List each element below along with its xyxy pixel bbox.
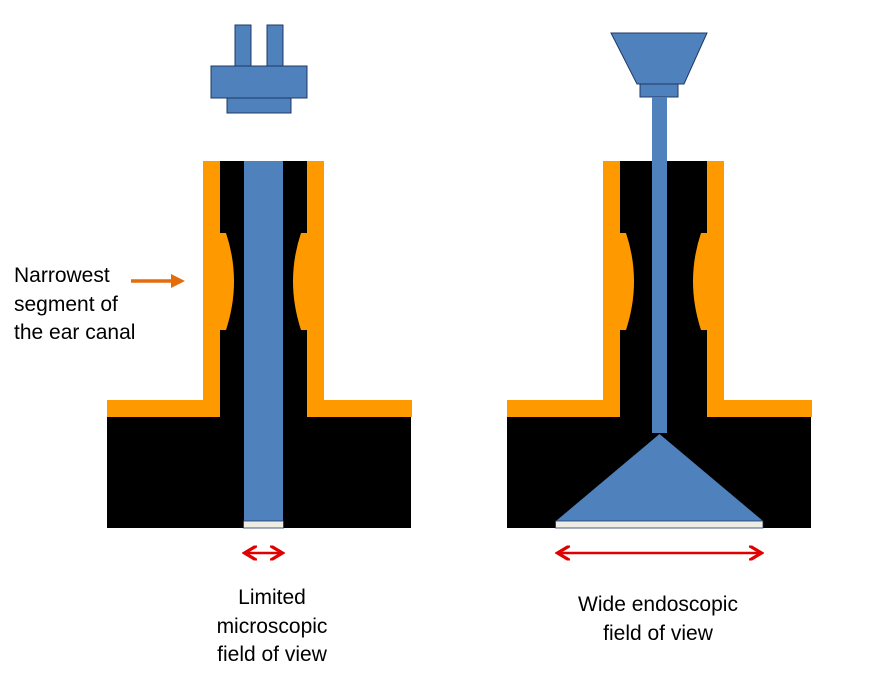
microscope-base (226, 97, 292, 114)
endoscope-field-cone (556, 434, 763, 521)
canal-narrowing-left (220, 233, 234, 330)
microscopic-field-label: Limited microscopic field of view (198, 584, 346, 670)
label-line: Wide endoscopic (578, 593, 738, 616)
canal-narrowing-right (693, 233, 707, 330)
canal-wall-right (307, 161, 412, 417)
microscope-beam (244, 161, 283, 521)
label-line: Narrowest (14, 264, 110, 287)
endoscope-shaft (652, 97, 667, 433)
endoscope-icon (555, 32, 764, 529)
microscope-lens (243, 520, 284, 529)
endoscopic-field-label: Wide endoscopic field of view (558, 591, 758, 648)
label-line: the ear canal (14, 321, 136, 344)
canal-wall-right (707, 161, 812, 417)
ear-canal-left (107, 161, 412, 529)
microscope-prong-left (234, 24, 252, 67)
endoscope-panel (507, 32, 812, 553)
microscope-panel (107, 24, 412, 553)
canal-narrowing-right (293, 233, 307, 330)
microscope-body (210, 65, 308, 99)
label-line: Limited (238, 586, 306, 609)
canal-wall-left (507, 161, 620, 417)
endoscope-lens (555, 520, 764, 529)
label-line: microscopic (216, 614, 328, 638)
canal-narrowing-left (620, 233, 634, 330)
label-line: segment of (14, 292, 118, 316)
endoscope-eyepiece (610, 32, 708, 85)
label-line: field of view (217, 643, 327, 666)
microscope-icon (210, 24, 308, 114)
microscope-prong-right (266, 24, 284, 67)
narrowest-segment-label: Narrowest segment of the ear canal (14, 262, 135, 348)
label-line: field of view (603, 621, 713, 645)
canal-wall-left (107, 161, 220, 417)
endoscope-collar (639, 83, 679, 98)
